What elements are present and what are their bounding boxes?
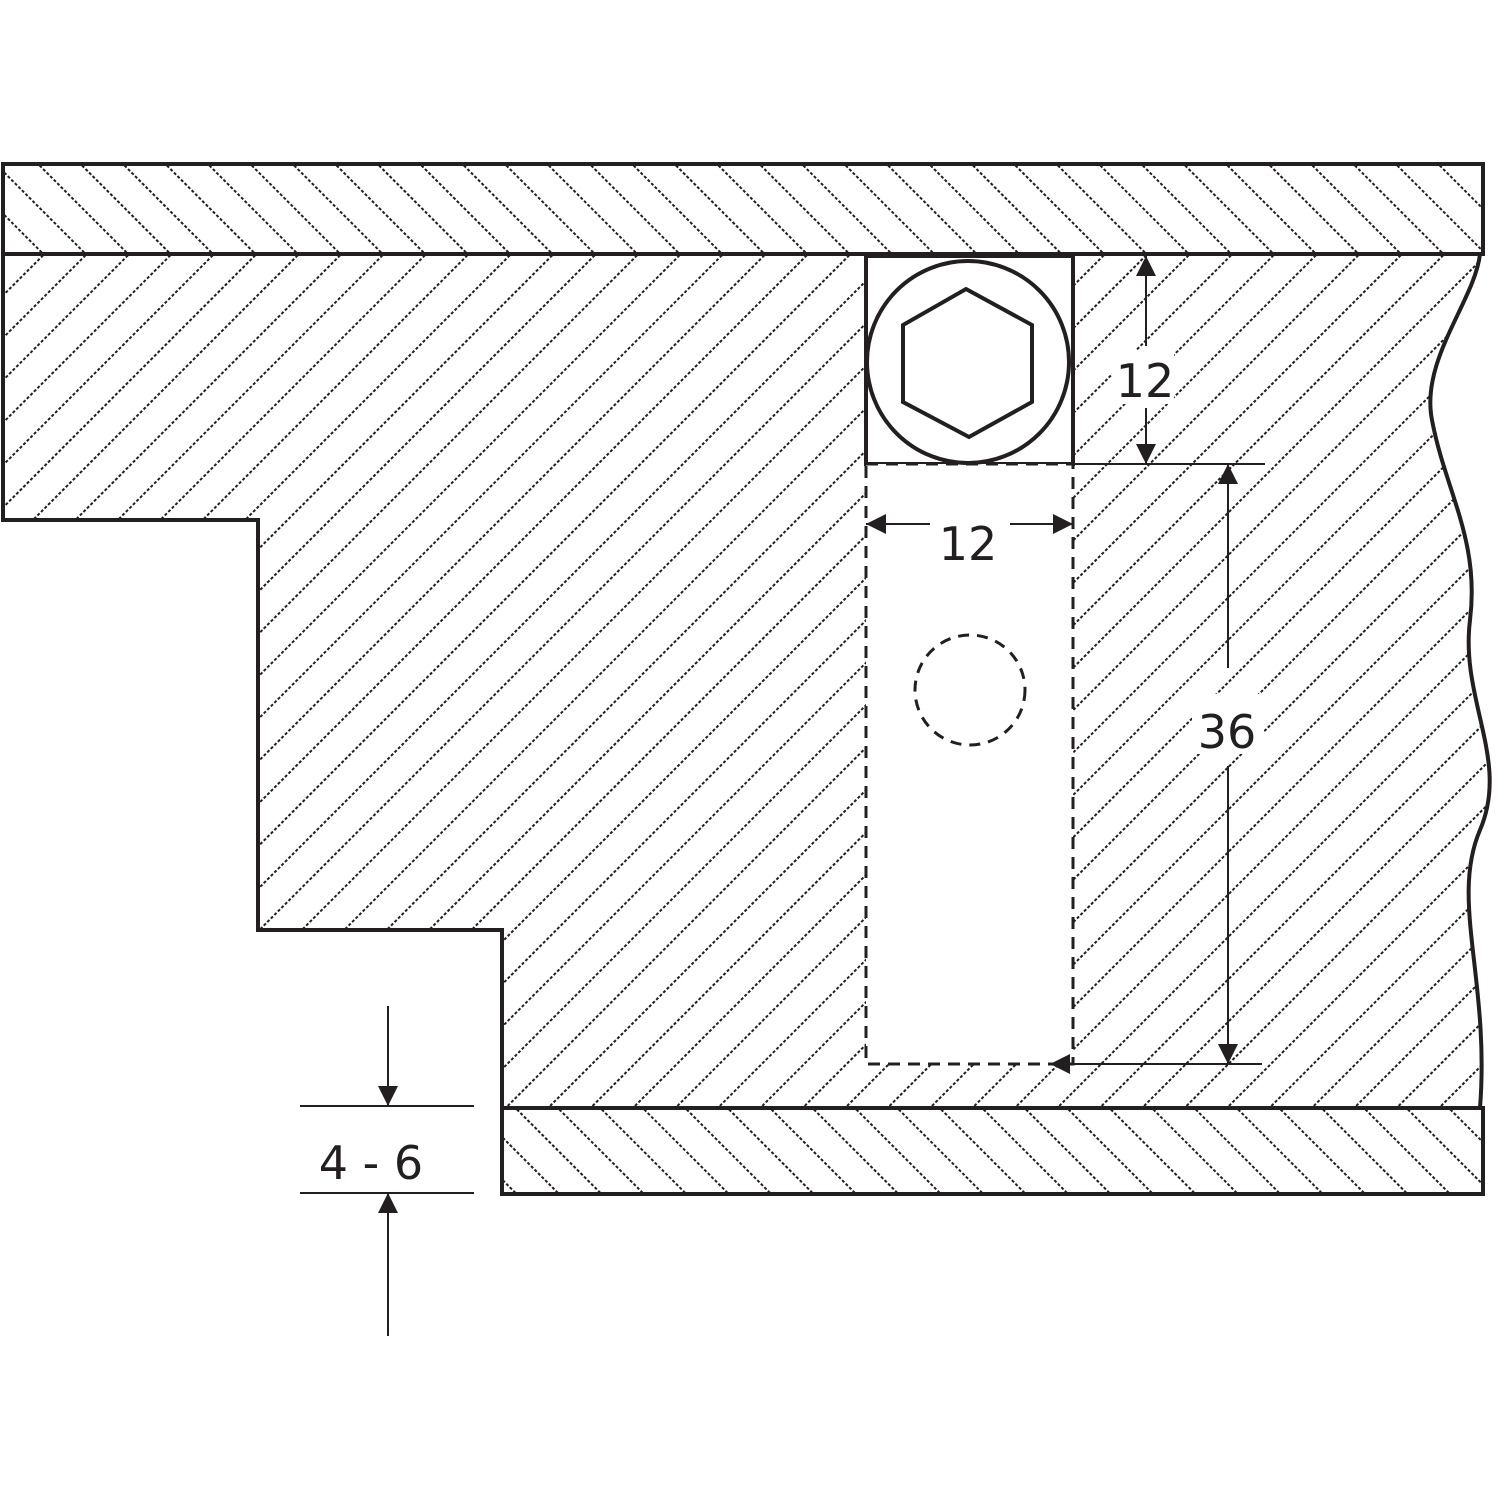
dim-bore-width-label: 12 <box>939 517 998 571</box>
dim-bore-depth: 12 <box>1075 256 1265 465</box>
main-body <box>1 252 1492 1110</box>
dim-bore-depth-label: 12 <box>1116 354 1175 408</box>
bottom-board <box>500 1106 1485 1196</box>
dim-bore-width: 12 <box>866 514 1073 571</box>
dashed-circle-icon <box>913 633 1027 747</box>
hex-socket-bolt-icon <box>865 259 1071 465</box>
dim-board-gap-label: 4 - 6 <box>319 1136 423 1190</box>
dim-slot-length: 36 <box>1050 464 1264 1074</box>
dim-slot-length-label: 36 <box>1198 705 1257 759</box>
top-board <box>1 162 1485 256</box>
dim-board-gap: 4 - 6 <box>300 1006 474 1336</box>
